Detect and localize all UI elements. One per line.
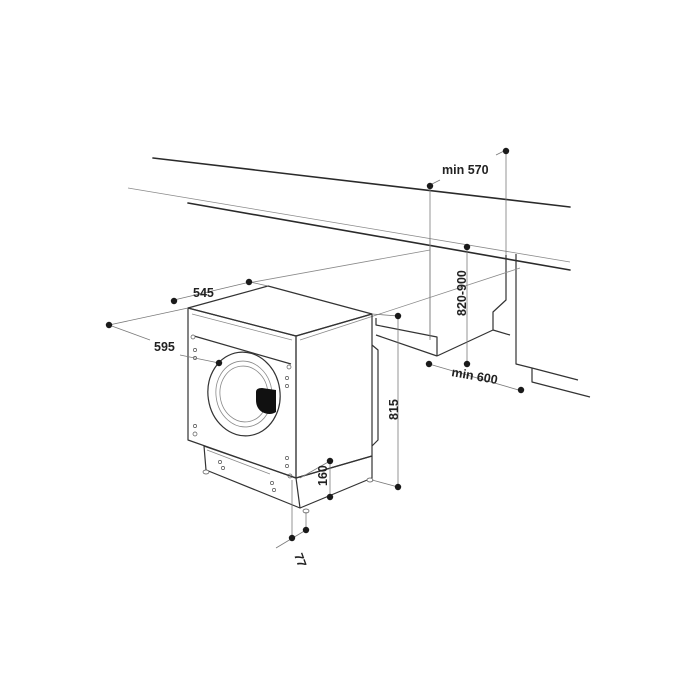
label-160: 160 bbox=[316, 465, 330, 486]
label-min-570: min 570 bbox=[442, 163, 489, 177]
label-815: 815 bbox=[387, 399, 401, 420]
dimension-min-570: min 570 bbox=[426, 147, 510, 340]
dimension-545: 545 bbox=[170, 278, 269, 305]
label-545: 545 bbox=[193, 286, 214, 300]
dimension-820-900: 820-900 bbox=[455, 243, 471, 368]
washing-machine bbox=[187, 285, 379, 514]
label-min-600: min 600 bbox=[450, 365, 498, 387]
label-77: 77 bbox=[291, 551, 309, 569]
dimension-595: 595 bbox=[105, 307, 223, 367]
dimension-815: 815 bbox=[371, 312, 402, 491]
label-595: 595 bbox=[154, 340, 175, 354]
door-handle bbox=[256, 388, 276, 414]
worktop-lines bbox=[127, 157, 571, 271]
dimension-77: 77 bbox=[275, 480, 310, 569]
niche-cabinet bbox=[247, 238, 591, 398]
label-820-900: 820-900 bbox=[455, 270, 469, 316]
dimension-min-600: min 600 bbox=[425, 360, 525, 394]
dimension-160: 160 bbox=[299, 457, 334, 501]
